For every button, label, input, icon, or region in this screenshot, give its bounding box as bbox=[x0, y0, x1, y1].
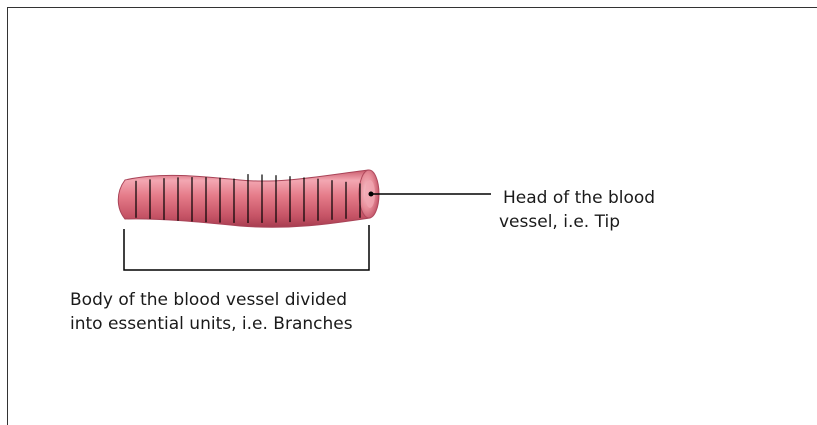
blood-vessel bbox=[118, 170, 379, 227]
head-label-line2: vessel, i.e. Tip bbox=[499, 210, 655, 234]
body-label-line1: Body of the blood vessel divided bbox=[70, 288, 353, 312]
head-label-line1: Head of the blood bbox=[499, 186, 655, 210]
head-label: Head of the blood vessel, i.e. Tip bbox=[499, 186, 655, 234]
body-label-line2: into essential units, i.e. Branches bbox=[70, 312, 353, 336]
body-label: Body of the blood vessel divided into es… bbox=[70, 288, 353, 336]
head-pointer-dot bbox=[369, 192, 374, 197]
body-bracket bbox=[124, 225, 369, 270]
